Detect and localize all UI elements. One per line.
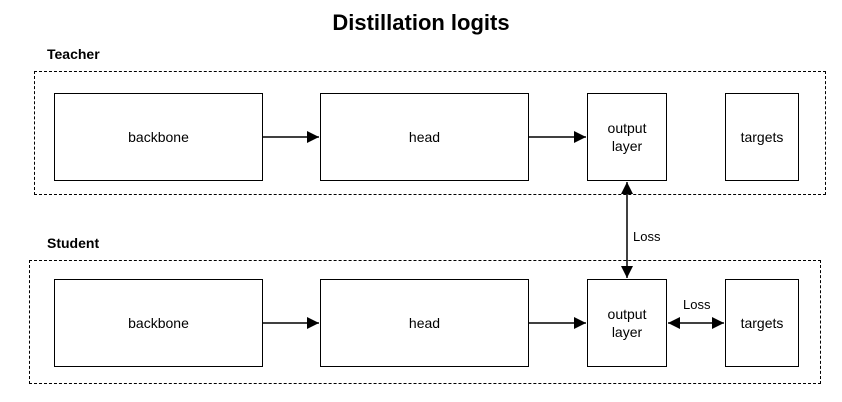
student-group [29, 260, 821, 384]
teacher-output-layer-label: output layer [607, 120, 647, 154]
student-label: Student [47, 235, 100, 251]
student-output-layer-label: output layer [607, 306, 647, 340]
student-head-node: head [320, 279, 529, 367]
teacher-head-node: head [320, 93, 529, 181]
teacher-student-loss-label: Loss [633, 229, 661, 244]
diagram-title: Distillation logits [332, 10, 510, 35]
student-output-layer-node: output layer [587, 279, 667, 367]
teacher-output-layer-node: output layer [587, 93, 667, 181]
student-target-loss-label: Loss [683, 297, 711, 312]
teacher-targets-node: targets [725, 93, 799, 181]
teacher-backbone-node: backbone [54, 93, 263, 181]
student-head-label: head [408, 315, 441, 331]
teacher-targets-label: targets [740, 129, 784, 145]
teacher-label: Teacher [47, 46, 100, 62]
student-targets-node: targets [725, 279, 799, 367]
student-targets-label: targets [740, 315, 784, 331]
student-backbone-label: backbone [128, 315, 189, 331]
teacher-head-label: head [408, 129, 441, 145]
student-backbone-node: backbone [54, 279, 263, 367]
teacher-group [34, 71, 826, 195]
teacher-backbone-label: backbone [128, 129, 189, 145]
